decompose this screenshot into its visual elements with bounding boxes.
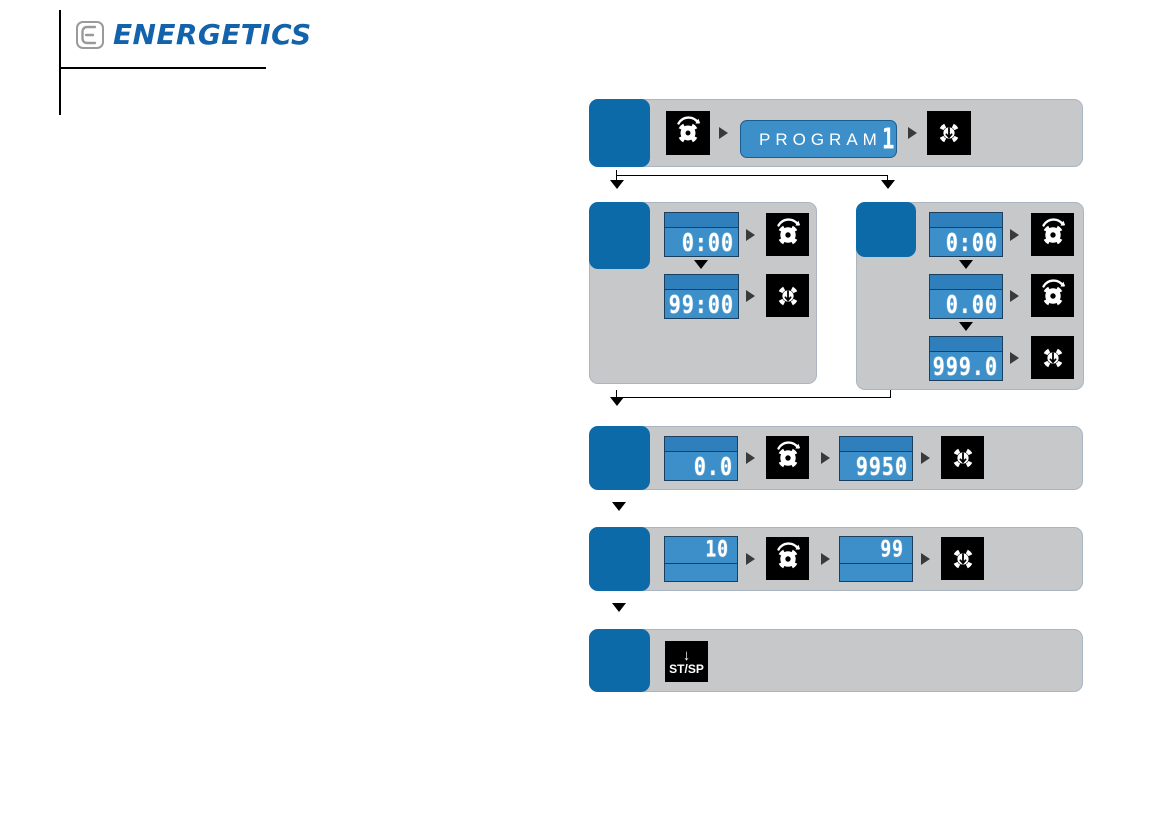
lcd-display-temp-max: 999.0 — [929, 336, 1003, 381]
brand-logo: ENERGETICS — [76, 18, 312, 52]
connector-split — [616, 175, 887, 176]
arrow-down-icon — [612, 502, 626, 511]
program-display[interactable]: PROGRAM 1 — [740, 120, 897, 158]
arrow-right-icon — [908, 127, 917, 139]
turn-knob-icon[interactable] — [766, 213, 809, 256]
press-knob-icon[interactable] — [927, 111, 971, 155]
lcd-value: 0.00 — [945, 289, 998, 319]
lcd-top-bar — [665, 275, 738, 290]
lcd-top-bar — [665, 213, 738, 228]
turn-knob-icon[interactable] — [1031, 213, 1074, 256]
lcd-value-area: 0:00 — [665, 228, 738, 256]
lcd-display-temp-mid: 0.00 — [929, 274, 1003, 319]
lcd-value: 0:00 — [945, 227, 998, 257]
lcd-value-area: 99 — [840, 537, 912, 564]
arrow-right-icon — [1010, 229, 1019, 241]
lcd-display-speed-min: 0.0 — [664, 436, 738, 481]
program-display-value: 1 — [881, 122, 895, 155]
lcd-display-temp-min: 0:00 — [929, 212, 1003, 257]
arrow-down-icon — [610, 397, 624, 406]
connector-branch-left — [616, 175, 617, 181]
flow-row-branch-right-tab — [856, 202, 916, 257]
press-knob-icon[interactable] — [1031, 336, 1074, 379]
turn-knob-icon[interactable] — [766, 436, 809, 479]
lcd-value-area: 99:00 — [665, 290, 738, 318]
header-horizontal-rule — [59, 67, 266, 69]
flow-row-speed-tab — [589, 426, 650, 490]
arrow-right-icon — [921, 452, 930, 464]
lcd-value-area: 0.00 — [930, 290, 1002, 318]
arrow-right-icon — [1010, 352, 1019, 364]
press-knob-icon[interactable] — [766, 274, 809, 317]
lcd-value: 99 — [880, 536, 904, 563]
flow-row-branch-left-tab — [589, 202, 650, 269]
brand-name: ENERGETICS — [113, 18, 312, 51]
energetics-e-logo-icon — [76, 21, 104, 49]
arrow-down-icon — [959, 260, 973, 269]
flow-row-program-tab — [589, 99, 650, 167]
lcd-top-bar — [930, 275, 1002, 290]
flow-row-start-tab — [589, 629, 650, 692]
lcd-top-bar — [665, 437, 737, 452]
arrow-right-icon — [719, 127, 728, 139]
lcd-display-time-max: 99:00 — [664, 274, 739, 319]
start-stop-button[interactable]: ↓ ST/SP — [665, 641, 708, 682]
flow-row-start — [589, 629, 1083, 692]
arrow-right-icon — [746, 290, 755, 302]
connector-branch-right — [887, 175, 888, 181]
lcd-top-bar — [930, 337, 1002, 352]
arrow-right-icon — [746, 553, 755, 565]
lcd-display-cycles-min: 10 — [664, 536, 738, 582]
arrow-right-icon — [821, 452, 830, 464]
turn-knob-icon[interactable] — [766, 537, 809, 580]
turn-knob-icon[interactable] — [1031, 274, 1074, 317]
page-header: ENERGETICS — [0, 0, 1157, 120]
start-stop-label: ST/SP — [669, 662, 704, 676]
connector-merge-right — [890, 390, 891, 398]
lcd-value-area: 999.0 — [930, 352, 1002, 380]
arrow-right-icon — [921, 553, 930, 565]
flow-row-cycles-tab — [589, 527, 650, 591]
header-vertical-rule — [59, 10, 61, 115]
lcd-bottom-bar — [840, 564, 912, 581]
lcd-value-area: 10 — [665, 537, 737, 564]
lcd-value: 0:00 — [681, 227, 734, 257]
program-display-label: PROGRAM — [759, 129, 882, 149]
lcd-value: 999.0 — [932, 351, 998, 381]
down-arrow-icon: ↓ — [682, 647, 691, 664]
lcd-top-bar — [840, 437, 912, 452]
lcd-value: 99:00 — [668, 289, 734, 319]
lcd-value-area: 0.0 — [665, 452, 737, 480]
press-knob-icon[interactable] — [941, 537, 984, 580]
arrow-right-icon — [746, 452, 755, 464]
arrow-right-icon — [821, 553, 830, 565]
lcd-value: 0.0 — [693, 451, 733, 481]
lcd-bottom-bar — [665, 564, 737, 581]
arrow-down-icon — [959, 322, 973, 331]
connector-merge-left — [616, 390, 617, 399]
arrow-down-icon — [694, 260, 708, 269]
lcd-value-area: 9950 — [840, 452, 912, 480]
arrow-right-icon — [746, 229, 755, 241]
lcd-display-time-min: 0:00 — [664, 212, 739, 257]
turn-knob-icon[interactable] — [666, 111, 710, 155]
lcd-value: 10 — [705, 536, 729, 563]
connector-merge — [616, 397, 891, 398]
lcd-value-area: 0:00 — [930, 228, 1002, 256]
lcd-value: 9950 — [855, 451, 908, 481]
arrow-down-icon — [881, 180, 895, 189]
lcd-display-speed-max: 9950 — [839, 436, 913, 481]
lcd-top-bar — [930, 213, 1002, 228]
arrow-down-icon — [612, 603, 626, 612]
lcd-display-cycles-max: 99 — [839, 536, 913, 582]
arrow-right-icon — [1010, 290, 1019, 302]
arrow-down-icon — [610, 180, 624, 189]
press-knob-icon[interactable] — [941, 436, 984, 479]
